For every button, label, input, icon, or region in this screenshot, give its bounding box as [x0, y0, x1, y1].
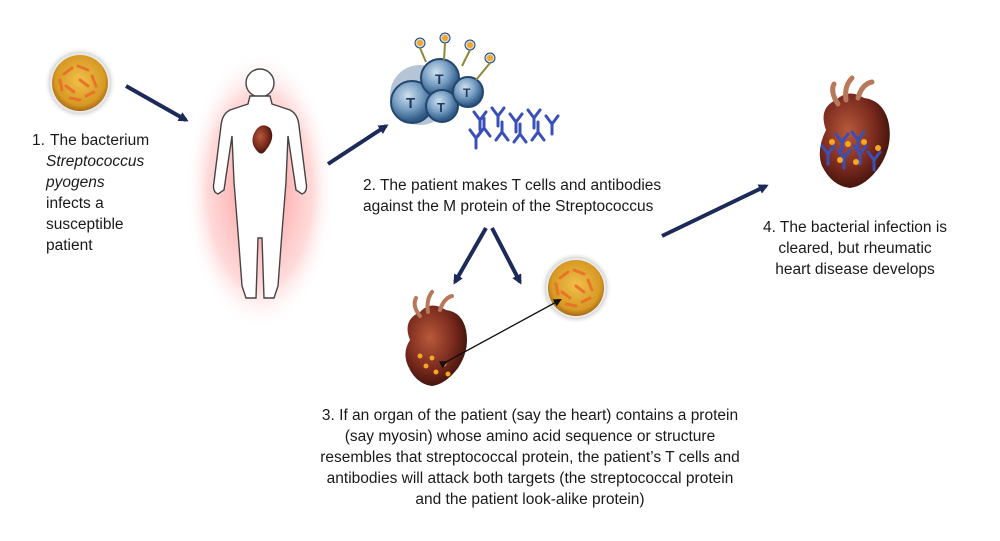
- t-cells-icon: T T T T: [390, 32, 496, 125]
- arrow-infection: [125, 84, 189, 122]
- step-1-line-6: patient: [46, 237, 93, 254]
- antibodies-icon: [468, 106, 560, 150]
- step-3-text: 3. If an organ of the patient (say the h…: [320, 407, 740, 508]
- step-1-species-name: pyogens: [46, 174, 105, 191]
- cross-reactivity-arrow: [438, 299, 562, 369]
- bacterium-icon: [540, 252, 612, 324]
- step-4-text: 4. The bacterial infection is cleared, b…: [762, 219, 948, 278]
- step-1-number: 1.: [32, 132, 45, 149]
- heart-with-antibodies-icon: [819, 75, 890, 188]
- t-cell-label: T: [406, 95, 415, 112]
- t-cell-label: T: [437, 100, 445, 115]
- arrow-to-bacterium: [490, 227, 522, 285]
- step-1-line-4: infects a: [46, 195, 104, 212]
- arrow-to-heart: [453, 227, 488, 285]
- t-cell-label: T: [435, 71, 444, 87]
- step-2-text: 2. The patient makes T cells and antibod…: [363, 177, 662, 215]
- step-1-text: 1. The bacterium Streptococcus pyogens i…: [32, 130, 172, 256]
- arrow-disease: [661, 184, 769, 238]
- arrow-immune-response: [326, 124, 389, 166]
- human-body-icon: [185, 50, 335, 330]
- step-1-line-5: susceptible: [46, 216, 124, 233]
- bacterium-icon: [44, 47, 116, 119]
- step-1-line-1: The bacterium: [50, 132, 150, 149]
- t-cell-label: T: [463, 86, 471, 100]
- heart-icon: [405, 290, 467, 386]
- step-1-species-genus: Streptococcus: [46, 153, 145, 170]
